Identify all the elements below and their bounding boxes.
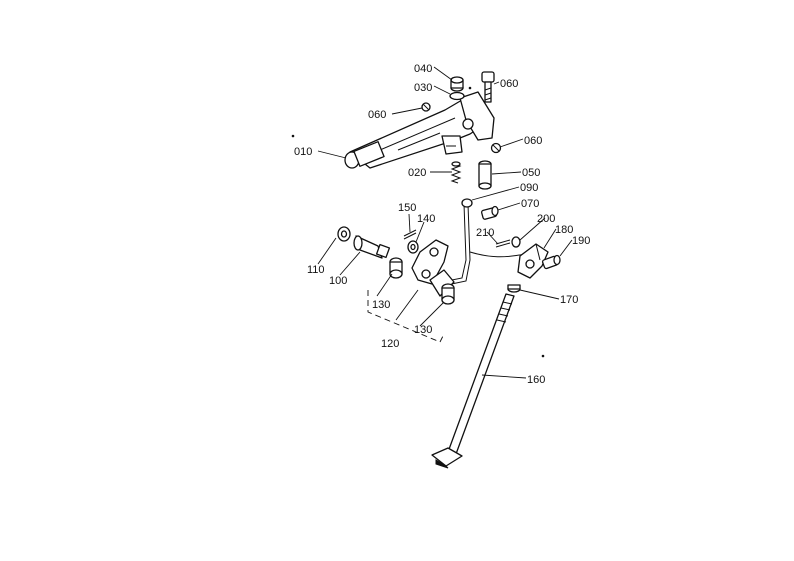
screw-060-left [421, 102, 431, 112]
group-bracket-120 [367, 290, 445, 343]
label-070: 070 [521, 198, 539, 210]
dot [291, 134, 295, 138]
pin-190 [541, 254, 561, 270]
bracket-120 [411, 239, 455, 297]
washer-030 [449, 91, 465, 101]
dot [468, 86, 472, 90]
pin-070 [481, 205, 499, 220]
shaft-100 [353, 235, 391, 259]
label-170: 170 [560, 294, 578, 306]
spring-020 [450, 161, 462, 184]
washer-110 [337, 226, 351, 242]
clevis-180 [517, 243, 549, 279]
nut-040 [450, 76, 464, 92]
lever-arm-010 [344, 91, 495, 169]
cotter-pin-210 [495, 239, 511, 248]
label-160: 160 [527, 374, 545, 386]
label-060-left: 060 [368, 109, 386, 121]
label-030: 030 [414, 82, 432, 94]
label-020: 020 [408, 167, 426, 179]
leader-lines [317, 66, 573, 379]
nut-170 [507, 284, 521, 293]
sleeve-050 [478, 160, 492, 190]
label-210: 210 [476, 227, 494, 239]
label-140: 140 [417, 213, 435, 225]
label-130-right: 130 [414, 324, 432, 336]
label-100: 100 [329, 275, 347, 287]
screw-060-right [490, 142, 502, 154]
label-180: 180 [555, 224, 573, 236]
label-190: 190 [572, 235, 590, 247]
rod-160 [431, 293, 515, 469]
label-130-left: 130 [372, 299, 390, 311]
cotter-pin-150 [403, 229, 417, 240]
washer-140 [407, 240, 419, 254]
label-060-top: 060 [500, 78, 518, 90]
dot [541, 354, 545, 358]
label-050: 050 [522, 167, 540, 179]
bolt-060-top [481, 71, 495, 103]
label-120: 120 [381, 338, 399, 350]
bushing-130-right [441, 283, 455, 305]
label-040: 040 [414, 63, 432, 75]
washer-200 [511, 236, 521, 248]
label-150: 150 [398, 202, 416, 214]
label-110: 110 [307, 264, 325, 276]
bushing-130-left [389, 257, 403, 279]
label-010: 010 [294, 146, 312, 158]
label-060-right: 060 [524, 135, 542, 147]
label-090: 090 [520, 182, 538, 194]
label-200: 200 [537, 213, 555, 225]
